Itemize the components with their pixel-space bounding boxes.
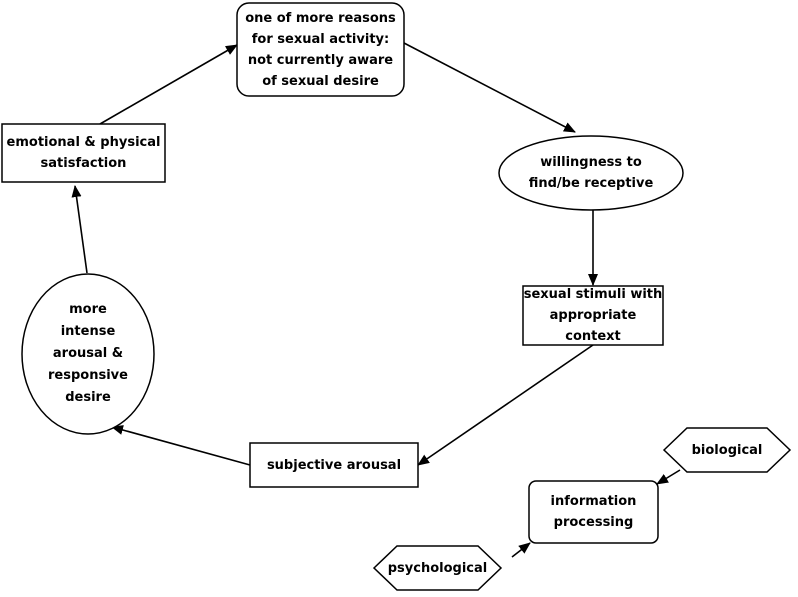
node-intense-shape	[21, 273, 155, 435]
node-psychological-label: psychological	[387, 560, 488, 576]
edge-biological-to-info	[656, 469, 681, 485]
node-willingness-label: willingness to find/be receptive	[528, 155, 654, 191]
node-biological-shape	[662, 427, 792, 473]
edge-subjective-to-intense	[111, 425, 251, 466]
node-stimuli-shape	[522, 285, 664, 346]
edge-psychological-to-info	[511, 542, 531, 558]
node-satisfaction-shape	[1, 123, 166, 183]
node-intense-label: more intense arousal & responsive desire	[48, 302, 128, 405]
edge-intense-to-satisfaction	[71, 185, 88, 274]
edge-satisfaction-to-reasons	[99, 44, 238, 125]
edge-reasons-to-willingness	[403, 42, 576, 133]
edge-stimuli-to-subjective	[417, 344, 594, 466]
node-stimuli-label: sexual stimuli with appropriate context	[523, 287, 663, 344]
node-subjective-shape	[249, 442, 419, 488]
node-biological-label: biological	[691, 442, 763, 458]
node-willingness-shape	[498, 135, 684, 211]
node-info-shape	[528, 480, 659, 544]
node-info-label: information processing	[550, 494, 637, 530]
node-reasons-shape	[236, 2, 405, 97]
node-satisfaction-label: emotional & physical satisfaction	[6, 135, 161, 171]
node-psychological-shape	[372, 545, 503, 591]
node-reasons-label: one of more reasons for sexual activity:…	[245, 10, 396, 89]
node-subjective-label: subjective arousal	[266, 457, 402, 473]
